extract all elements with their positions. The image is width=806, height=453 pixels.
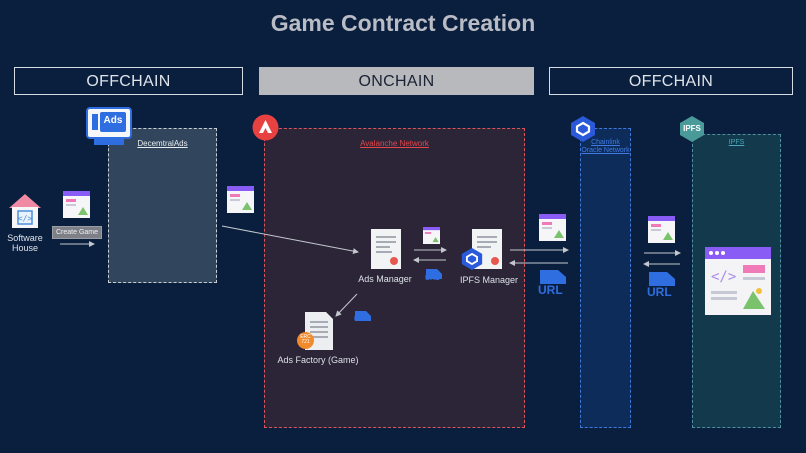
decentralads-zone <box>108 128 217 283</box>
lane-offchain-left: OFFCHAIN <box>14 67 243 95</box>
avalanche-label: Avalanche Network <box>360 139 429 148</box>
erc721-badge <box>297 332 314 349</box>
house-icon: </> <box>7 192 43 230</box>
svg-text:</>: </> <box>711 269 736 285</box>
url-file-icon <box>426 266 442 284</box>
erc721-badge-text: ERC 721 <box>300 334 311 345</box>
avalanche-zone <box>264 128 525 428</box>
ipfs-manager-label: IPFS Manager <box>459 275 519 285</box>
url-text: URL <box>538 283 563 297</box>
ad-creative-icon <box>539 214 566 246</box>
url-file-icon <box>355 308 371 326</box>
ads-factory-label: Ads Factory (Game) <box>277 355 359 365</box>
url-text: URL <box>647 285 672 299</box>
ads-manager-contract-icon <box>370 228 402 275</box>
chainlink-logo-icon <box>570 115 596 148</box>
decentralads-logo-text: Ads <box>103 115 123 126</box>
lane-offchain-right: OFFCHAIN <box>549 67 793 95</box>
ipfs-logo-text: IPFS <box>683 124 701 133</box>
create-game-button[interactable]: Create Game <box>52 226 103 239</box>
url-file-icon <box>649 272 675 291</box>
chainlink-small-icon <box>461 247 483 276</box>
ipfs-logo-icon <box>679 115 705 148</box>
url-text: URL <box>425 275 440 282</box>
arrow-to-ads-manager <box>221 225 359 255</box>
chainlink-label: Chainlink Oracle Network <box>581 139 630 154</box>
lane-onchain: ONCHAIN <box>259 67 534 95</box>
decentralads-logo-icon <box>86 107 132 154</box>
svg-text:</>: </> <box>18 214 33 223</box>
ads-manager-label: Ads Manager <box>358 274 412 284</box>
arrow-to-factory <box>335 293 358 317</box>
software-house-label: Software House <box>7 233 43 253</box>
ad-creative-icon <box>648 216 675 248</box>
ipfs-label: IPFS <box>728 139 745 146</box>
avalanche-logo-icon <box>252 114 279 146</box>
ad-creative-icon <box>423 227 440 249</box>
webpage-illustration-icon: </> <box>705 247 771 320</box>
chainlink-zone <box>580 128 631 428</box>
decentralads-label: DecemtralAds <box>137 139 188 148</box>
page-title: Game Contract Creation <box>270 10 536 36</box>
ad-creative-icon <box>227 186 254 218</box>
url-file-icon <box>540 270 566 289</box>
ad-creative-icon <box>63 191 90 223</box>
url-text: URL <box>354 316 369 323</box>
